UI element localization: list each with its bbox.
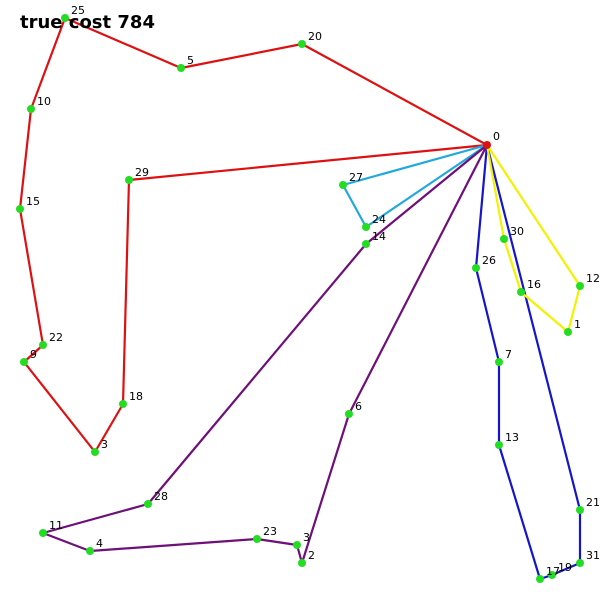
node-28-marker (144, 500, 152, 508)
route-4-line (485, 144, 582, 334)
routes-layer (18, 16, 582, 581)
node-3-marker (293, 541, 301, 549)
node-1-marker (564, 328, 572, 336)
node-22-marker (39, 341, 47, 349)
node-25-label: 25 (71, 4, 85, 17)
node-2-marker (298, 559, 306, 567)
node-30-label: 30 (510, 225, 524, 238)
node-30-marker (500, 235, 508, 243)
node-14-label: 14 (372, 230, 386, 243)
node-1-label: 1 (574, 318, 581, 331)
depot-marker (483, 141, 491, 149)
node-24-marker (362, 223, 370, 231)
node-3-label: 3 (303, 531, 310, 544)
node-27-marker (339, 181, 347, 189)
node-26-label: 26 (482, 254, 496, 267)
route-0-line (18, 16, 488, 454)
node-7-marker (495, 358, 503, 366)
node-27-label: 27 (349, 171, 363, 184)
node-24-label: 24 (372, 213, 386, 226)
node-31-label: 31 (586, 549, 600, 562)
node-5-label: 5 (187, 54, 194, 67)
node-19-label: 19 (558, 561, 572, 574)
node-3-label: 3 (101, 438, 108, 451)
cost-title: true cost 784 (20, 12, 155, 33)
node-2-label: 2 (308, 549, 315, 562)
route-2-line (41, 144, 488, 565)
node-15-marker (16, 205, 24, 213)
node-20-label: 20 (308, 30, 322, 43)
node-7-label: 7 (505, 348, 512, 361)
node-23-label: 23 (263, 525, 277, 538)
node-15-label: 15 (26, 195, 40, 208)
node-16-marker (517, 288, 525, 296)
node-28-label: 28 (154, 490, 168, 503)
nodes-layer (16, 14, 584, 583)
node-21-marker (576, 506, 584, 514)
node-29-label: 29 (135, 166, 149, 179)
node-25-marker (61, 14, 69, 22)
node-6-marker (345, 410, 353, 418)
node-31-marker (576, 559, 584, 567)
node-9-marker (20, 358, 28, 366)
node-19-marker (548, 571, 556, 579)
node-17-label: 17 (546, 565, 560, 578)
node-18-label: 18 (129, 390, 143, 403)
node-21-label: 21 (586, 496, 600, 509)
node-4-label: 4 (96, 537, 103, 550)
node-14-marker (362, 240, 370, 248)
route-3-line (474, 144, 582, 581)
node-29-marker (125, 176, 133, 184)
node-5-marker (177, 64, 185, 72)
node-16-label: 16 (527, 278, 541, 291)
node-4-marker (86, 547, 94, 555)
node-12-label: 12 (586, 272, 600, 285)
node-18-marker (119, 400, 127, 408)
node-20-marker (298, 40, 306, 48)
node-26-marker (472, 264, 480, 272)
node-12-marker (576, 282, 584, 290)
node-10-marker (27, 105, 35, 113)
route-1-line (341, 143, 488, 229)
node-17-marker (536, 575, 544, 583)
node-13-label: 13 (505, 431, 519, 444)
node-3-marker (91, 448, 99, 456)
node-10-label: 10 (37, 95, 51, 108)
depot-label: 0 (493, 130, 500, 143)
node-23-marker (253, 535, 261, 543)
node-11-label: 11 (49, 519, 63, 532)
node-13-marker (495, 441, 503, 449)
node-9-label: 9 (30, 348, 37, 361)
node-11-marker (39, 529, 47, 537)
node-6-label: 6 (355, 400, 362, 413)
node-22-label: 22 (49, 331, 63, 344)
